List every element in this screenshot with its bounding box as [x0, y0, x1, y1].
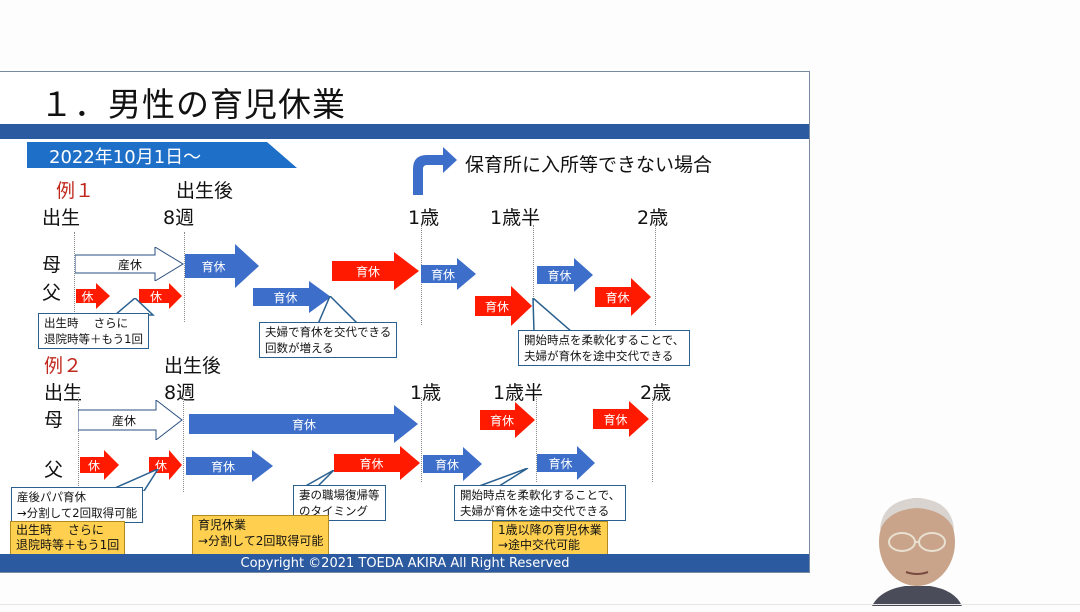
red-leave-before-age1-5-arrow: 育休: [475, 286, 533, 326]
callout-pointer: [473, 468, 529, 488]
curved-arrow-icon: [413, 147, 457, 195]
callout-birth-time: 出生時 さらに 退院時等＋もう1回: [38, 313, 149, 349]
maternity-leave-arrow-2: 産休: [78, 400, 184, 440]
age2-line-2: [652, 397, 653, 482]
age1-line-2: [421, 397, 422, 482]
callout-couple-swap: 夫婦で育休を交代できる 回数が増える: [259, 322, 398, 358]
milestone-age-1-2: 1歳: [410, 382, 442, 404]
milestone-8-weeks: 8週: [163, 207, 195, 229]
presentation-slide: １．男性の育児休業 2022年10月1日～ 保育所に入所等できない場合 例１ 出…: [0, 71, 810, 573]
father-childcare-leave-arrow: 育休: [253, 281, 332, 313]
milestone-birth-2: 出生: [44, 382, 83, 404]
milestone-birth: 出生: [42, 207, 81, 229]
callout-pointer: [107, 469, 159, 491]
title-divider-bar: [0, 124, 809, 139]
father-childcare-leave-arrow-2: 育休: [186, 450, 274, 482]
birth-line: [74, 232, 75, 322]
father-leave-arrow-2: 休: [139, 283, 183, 309]
example2-label: 例２: [44, 355, 83, 377]
mother-label: 母: [42, 254, 62, 276]
callout-flex-start-2: 開始時点を柔軟化することで、 夫婦が育休を途中交代できる: [454, 485, 627, 521]
father-label-2: 父: [44, 459, 64, 481]
father-leave-arrow-1-2: 休: [80, 450, 120, 480]
red-leave-age1-5-arrow-2: 育休: [480, 402, 536, 438]
mother-label-2: 母: [44, 409, 64, 431]
red-leave-before-age2-arrow: 育休: [595, 278, 652, 316]
week8-line-2: [183, 397, 184, 492]
birth-line-2: [78, 397, 79, 492]
callout-pointer: [317, 296, 360, 324]
presenter-video: [850, 490, 980, 606]
blue-leave-after-age1-5-arrow: 育休: [537, 258, 594, 292]
bottom-divider: [0, 604, 1080, 605]
blue-leave-after-age1-5-arrow-2: 育休: [537, 446, 596, 480]
milestone-age-1-5: 1歳半: [490, 207, 541, 229]
age2-line: [655, 225, 656, 325]
note-childcare-split: 育児休業 →分割して2回取得可能: [192, 515, 330, 555]
copyright-footer: Copyright ©2021 TOEDA AKIRA All Right Re…: [0, 554, 809, 572]
date-banner-text: 2022年10月1日～: [49, 147, 202, 168]
mother-childcare-leave-arrow: 育休: [185, 244, 260, 288]
callout-pointer: [532, 298, 574, 332]
father-red-childcare-leave-arrow-2: 育休: [334, 446, 421, 480]
father-leave-arrow-1: 休: [76, 283, 111, 309]
mother-red-childcare-leave-arrow: 育休: [332, 252, 420, 290]
blue-leave-after-age1-arrow-2: 育休: [423, 447, 483, 481]
callout-flex-start: 開始時点を柔軟化することで、 夫婦が育休を途中交代できる: [518, 330, 691, 366]
callout-return-to-work: 妻の職場復帰等 のタイミング: [293, 485, 386, 521]
nursery-note: 保育所に入所等できない場合: [465, 154, 713, 176]
milestone-age-1-5-2: 1歳半: [493, 382, 544, 404]
age1-5-line: [533, 225, 534, 325]
note-birth-time: 出生時 さらに 退院時等＋もう1回: [10, 521, 126, 555]
milestone-age-2-2: 2歳: [640, 382, 672, 404]
slide-title: １．男性の育児休業: [40, 85, 346, 124]
week8-line: [184, 232, 185, 322]
milestone-after-birth-2: 出生後: [164, 355, 222, 377]
note-after-age1: 1歳以降の育児休業 →途中交代可能: [492, 521, 608, 555]
blue-leave-after-age1-arrow: 育休: [421, 258, 477, 290]
maternity-leave-arrow: 産休: [75, 247, 185, 281]
callout-papa-leave: 産後パパ育休 →分割して2回取得可能: [11, 487, 144, 523]
age1-5-line-2: [536, 397, 537, 482]
mother-long-childcare-leave-arrow: 育休: [189, 405, 419, 443]
callout-pointer: [300, 470, 335, 488]
milestone-age-1: 1歳: [408, 207, 440, 229]
milestone-8-weeks-2: 8週: [164, 382, 196, 404]
red-leave-age2-arrow-2: 育休: [593, 401, 650, 437]
father-label: 父: [42, 282, 62, 304]
presenter-avatar: [850, 490, 980, 606]
milestone-age-2: 2歳: [637, 207, 669, 229]
milestone-after-birth: 出生後: [176, 180, 234, 202]
date-banner-shape: [27, 142, 297, 168]
example1-label: 例１: [56, 180, 95, 202]
